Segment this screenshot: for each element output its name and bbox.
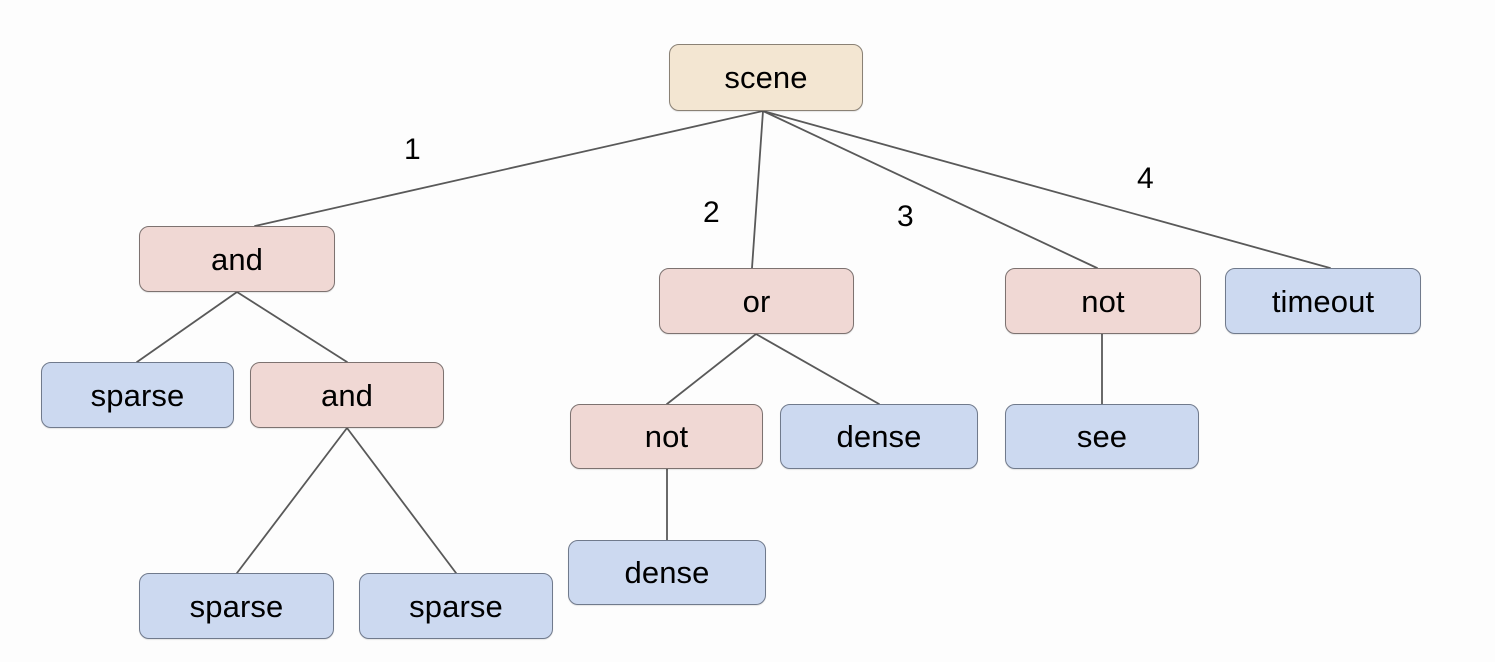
- tree-node-sparse3[interactable]: sparse: [359, 573, 553, 639]
- tree-node-see1[interactable]: see: [1005, 404, 1199, 469]
- tree-node-label: not: [1081, 283, 1125, 319]
- tree-node-label: sparse: [409, 588, 503, 624]
- tree-edge: [762, 110, 1331, 269]
- tree-edge: [236, 291, 348, 363]
- tree-node-label: scene: [724, 60, 808, 95]
- tree-edge: [666, 333, 757, 405]
- tree-edge: [346, 427, 457, 574]
- tree-node-label: and: [210, 241, 264, 277]
- tree-node-not1[interactable]: not: [570, 404, 763, 469]
- tree-node-label: see: [1076, 419, 1128, 454]
- tree-node-label: or: [742, 283, 771, 319]
- edge-label-2: 2: [703, 196, 720, 229]
- tree-node-and1[interactable]: and: [139, 226, 335, 292]
- tree-node-or1[interactable]: or: [659, 268, 854, 334]
- tree-node-label: sparse: [90, 377, 185, 413]
- tree-node-sparse1[interactable]: sparse: [41, 362, 234, 428]
- tree-node-dense1[interactable]: dense: [780, 404, 978, 469]
- tree-node-not2[interactable]: not: [1005, 268, 1201, 334]
- tree-node-timeout1[interactable]: timeout: [1225, 268, 1421, 334]
- tree-node-label: dense: [624, 555, 710, 590]
- tree-node-label: sparse: [189, 588, 284, 624]
- edge-label-4: 4: [1137, 162, 1154, 195]
- tree-node-and2[interactable]: and: [250, 362, 444, 428]
- tree-node-label: and: [320, 377, 374, 413]
- tree-edge: [236, 427, 348, 574]
- tree-edge: [762, 110, 1098, 269]
- tree-edge: [136, 291, 238, 363]
- tree-node-label: dense: [836, 419, 922, 454]
- edge-label-3: 3: [897, 200, 914, 233]
- edge-label-1: 1: [404, 133, 421, 166]
- tree-node-label: timeout: [1271, 283, 1375, 319]
- tree-node-dense2[interactable]: dense: [568, 540, 766, 605]
- tree-edge: [755, 333, 880, 405]
- tree-edge: [254, 110, 764, 227]
- tree-edge: [751, 110, 764, 269]
- tree-node-label: not: [644, 419, 689, 454]
- tree-node-sparse2[interactable]: sparse: [139, 573, 334, 639]
- tree-node-scene[interactable]: scene: [669, 44, 863, 111]
